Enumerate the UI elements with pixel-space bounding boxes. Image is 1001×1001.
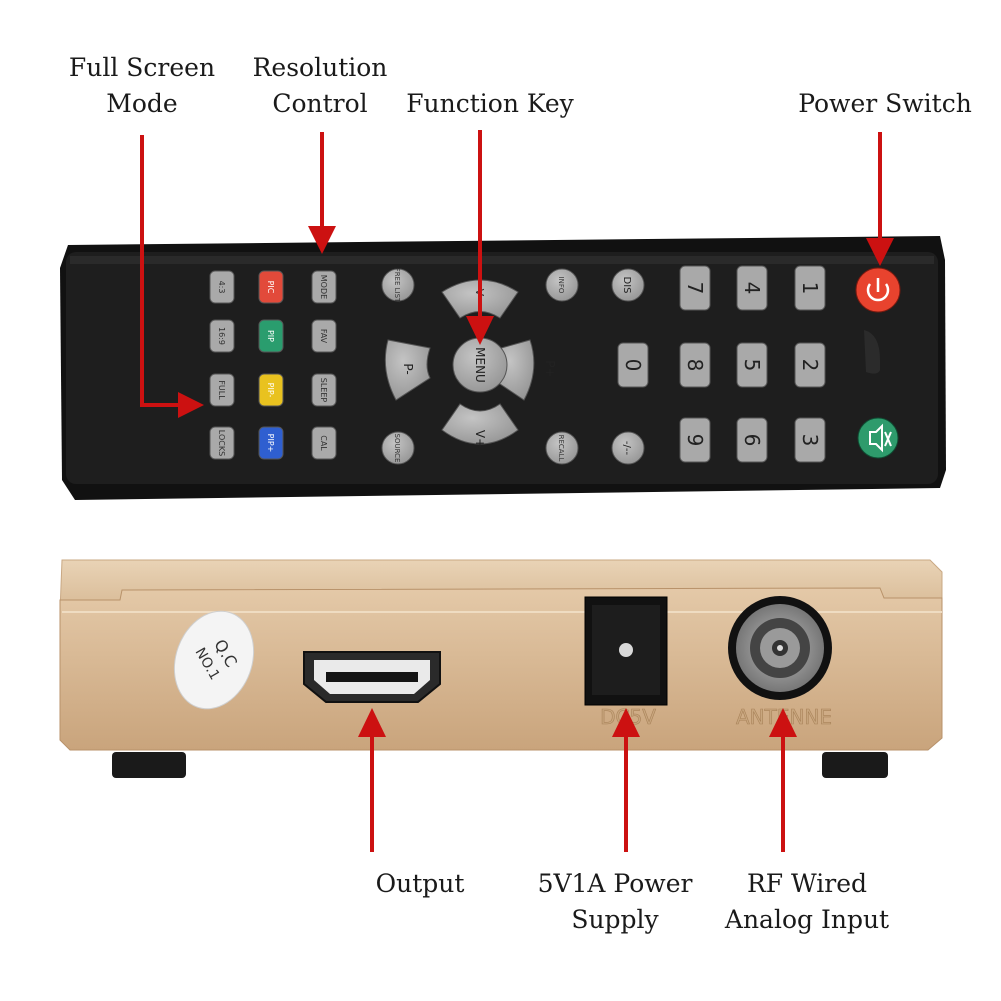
key-fav-label: FAV xyxy=(319,329,328,344)
annotation-arrows xyxy=(140,130,894,852)
dpad-down-key[interactable] xyxy=(441,403,519,445)
key-8-label: 8 xyxy=(683,359,707,372)
menu-label: MENU xyxy=(473,347,487,383)
key-9[interactable]: 9 xyxy=(679,417,711,463)
key-pip-label: PIP+ xyxy=(266,434,275,453)
full-screen-mode-label: Full Screen Mode xyxy=(68,53,216,118)
resolution-control-label: Resolution Control xyxy=(252,53,388,118)
key-cal[interactable]: CAL xyxy=(311,426,337,460)
key-info[interactable]: INFO xyxy=(545,268,579,302)
key-pip-label: PIP xyxy=(266,330,275,342)
power-switch-arrowhead xyxy=(866,238,894,266)
qc-sticker: Q.C NO.1 xyxy=(173,610,255,710)
key-3-label: 3 xyxy=(798,434,822,447)
key-0-label: 0 xyxy=(621,359,645,372)
key-4-label: 4 xyxy=(740,282,764,295)
output-arrowhead xyxy=(358,708,386,737)
key-0[interactable]: 0 xyxy=(617,342,649,388)
rf-wired-input-label: RF Wired Analog Input xyxy=(724,869,890,934)
key-recall-label: RECALL xyxy=(557,435,565,462)
resolution-arrowhead xyxy=(308,226,336,254)
key-7-label: 7 xyxy=(683,282,707,295)
dpad-left-key[interactable] xyxy=(384,339,431,401)
key-full-label: FULL xyxy=(217,380,226,400)
key-free-list[interactable]: FREE LIST xyxy=(381,268,415,303)
key-8[interactable]: 8 xyxy=(679,342,711,388)
key-mode-label: MODE xyxy=(319,275,328,299)
power-supply-label: 5V1A Power Supply xyxy=(537,869,693,934)
key-source-label: SOURCE xyxy=(393,434,401,463)
hdmi-port xyxy=(303,651,441,703)
left-foot xyxy=(112,752,186,778)
key-6[interactable]: 6 xyxy=(736,417,768,463)
function-key-label: Function Key xyxy=(406,89,574,118)
number-keypad: 7 4 1 0 8 5 2 9 6 3 xyxy=(617,265,826,463)
key-mode[interactable]: MODE xyxy=(311,270,337,304)
round-key-group: FREE LIST SOURCE INFO RECALL xyxy=(381,268,579,465)
key-locks[interactable]: LOCKS xyxy=(209,426,235,460)
dpad-left-label: P- xyxy=(401,363,415,374)
key-9-label: 9 xyxy=(683,434,707,447)
key-pip[interactable]: PIP xyxy=(258,319,284,353)
key-free-list-label: FREE LIST xyxy=(393,268,401,303)
full-screen-arrow xyxy=(140,135,180,407)
left-key-grid: 4:3 PIC MODE 16:9 PIP FAV FULL PIP- SLEEP LOCKS PI… xyxy=(209,270,337,460)
tv-box-device: Q.C NO.1 DC5V ANTENNE xyxy=(59,559,943,778)
key-info-label: INFO xyxy=(557,277,565,294)
key-pic-label: PIC xyxy=(266,281,275,294)
power-supply-arrowhead xyxy=(612,708,640,737)
key-5-label: 5 xyxy=(740,359,764,372)
key-4-3-label: 4:3 xyxy=(217,281,226,294)
power-key[interactable] xyxy=(855,267,901,313)
key-3[interactable]: 3 xyxy=(794,417,826,463)
key-6-label: 6 xyxy=(740,434,764,447)
key-4[interactable]: 4 xyxy=(736,265,768,311)
key-sleep[interactable]: SLEEP xyxy=(311,373,337,407)
power-switch-label: Power Switch xyxy=(798,89,972,118)
function-key-arrowhead xyxy=(466,316,494,345)
key-4-3[interactable]: 4:3 xyxy=(209,270,235,304)
mute-key[interactable] xyxy=(857,417,899,459)
key-pip-label: PIP- xyxy=(266,383,275,398)
key-fav[interactable]: FAV xyxy=(311,319,337,353)
remote-side-groove xyxy=(864,330,880,374)
dpad-right-label: P+ xyxy=(543,360,557,377)
key-5[interactable]: 5 xyxy=(736,342,768,388)
key-recall[interactable]: RECALL xyxy=(545,431,579,465)
key-16-9-label: 16:9 xyxy=(217,327,226,345)
key-pic[interactable]: PIC xyxy=(258,270,284,304)
antenna-coax-port: ANTENNE xyxy=(728,596,832,729)
key-pip[interactable]: PIP+ xyxy=(258,426,284,460)
key-16-9[interactable]: 16:9 xyxy=(209,319,235,353)
output-label: Output xyxy=(375,869,465,898)
key-pip[interactable]: PIP- xyxy=(258,373,284,407)
key-2-label: 2 xyxy=(798,359,822,372)
key-dis-label: DIS xyxy=(621,277,632,294)
key-2[interactable]: 2 xyxy=(794,342,826,388)
full-screen-arrowhead xyxy=(178,392,204,418)
key-source[interactable]: SOURCE xyxy=(381,431,415,465)
right-foot xyxy=(822,752,888,778)
mute-icon xyxy=(869,423,883,453)
key-dis[interactable]: DIS xyxy=(611,268,645,302)
key-full[interactable]: FULL xyxy=(209,373,235,407)
key-dash[interactable]: -/-- xyxy=(611,431,645,465)
power-icon xyxy=(866,283,890,302)
rf-input-arrowhead xyxy=(769,708,797,737)
key-1[interactable]: 1 xyxy=(794,265,826,311)
key-locks-label: LOCKS xyxy=(217,430,226,456)
dpad-down-label: V+ xyxy=(473,430,487,448)
key-cal-label: CAL xyxy=(319,435,328,451)
key-7[interactable]: 7 xyxy=(679,265,711,311)
extra-key-group: DIS -/-- xyxy=(611,268,645,465)
key-sleep-label: SLEEP xyxy=(319,378,328,403)
key-1-label: 1 xyxy=(798,282,822,295)
key-dash-label: -/-- xyxy=(621,441,632,456)
